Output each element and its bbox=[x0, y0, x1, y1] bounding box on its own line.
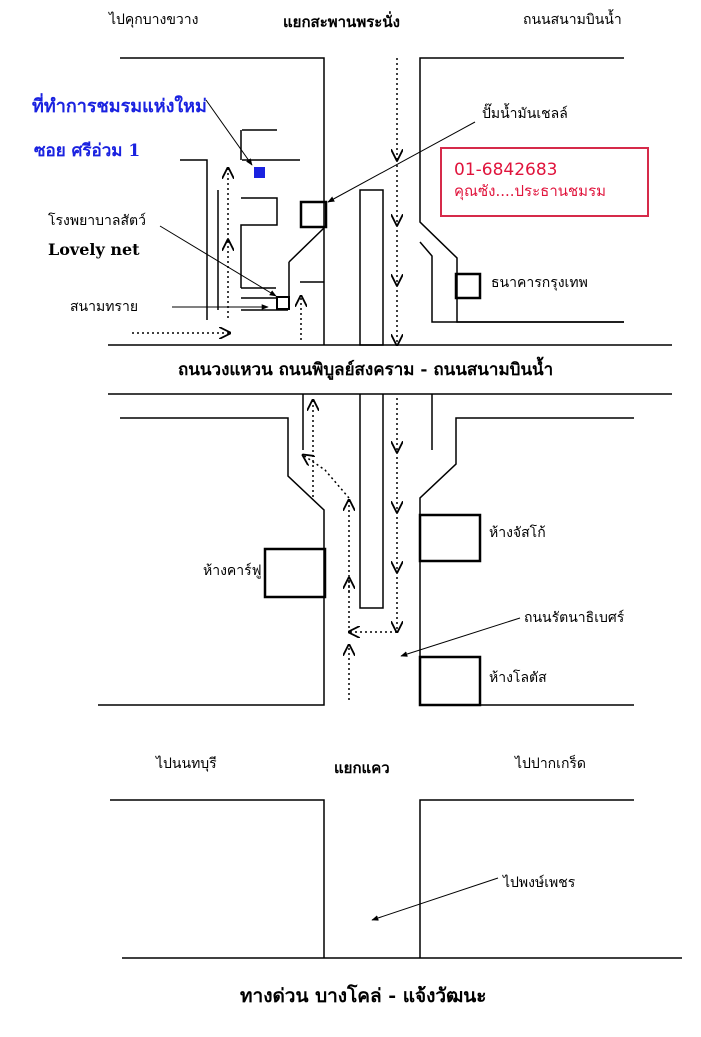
animal-hospital-building bbox=[276, 296, 290, 310]
club-office-label: ที่ทำการชมรมแห่งใหม่ bbox=[32, 96, 207, 117]
label-to-bang-khwang: ไปคุกบางขวาง bbox=[109, 12, 199, 28]
label-sand-field: สนามทราย bbox=[70, 299, 139, 315]
buildings bbox=[263, 200, 482, 707]
label-bangkok-bank: ธนาคารกรุงเทพ bbox=[491, 275, 588, 291]
lotus-building bbox=[418, 655, 482, 707]
main-road-label: ถนนวงแหวน ถนนพิบูลย์สงคราม - ถนนสนามบินน… bbox=[178, 360, 554, 380]
carrefour-building bbox=[263, 547, 327, 599]
club-marker-icon bbox=[254, 167, 265, 178]
top-left-road-edge bbox=[120, 57, 325, 345]
median-bottom bbox=[359, 394, 384, 609]
shell-station-building bbox=[299, 200, 328, 229]
label-lovely-net: Lovely net bbox=[48, 240, 140, 259]
label-to-nonthaburi: ไปนนทบุรี bbox=[156, 756, 217, 772]
label-carrefour: ห้างคาร์ฟู bbox=[203, 563, 262, 579]
bangkok-bank-building bbox=[454, 272, 482, 300]
route-arrows bbox=[132, 58, 397, 700]
contact-box: 01-6842683 คุณซัง....ประธานชมรม bbox=[440, 147, 649, 217]
bottom-left-road bbox=[98, 417, 325, 706]
contact-phone: 01-6842683 bbox=[454, 160, 558, 180]
expressway-label: ทางด่วน บางโคล่ - แจ้งวัฒนะ bbox=[240, 985, 487, 1007]
label-to-phong-phet: ไปพงษ์เพชร bbox=[503, 875, 576, 891]
contact-name: คุณซัง....ประธานชมรม bbox=[454, 182, 607, 200]
label-yaek-khwae: แยกแคว bbox=[334, 759, 390, 777]
median-top bbox=[359, 189, 384, 346]
label-sanambinnam-top: ถนนสนามบินน้ำ bbox=[523, 12, 622, 28]
label-lotus: ห้างโลตัส bbox=[489, 670, 547, 686]
lower-right-road bbox=[419, 799, 634, 958]
club-soi-label: ซอย ศรีอ่วม 1 bbox=[34, 141, 141, 161]
soi-inner-vertical bbox=[217, 129, 300, 310]
soi-right-vertical bbox=[240, 130, 278, 288]
label-to-pak-kret: ไปปากเกร็ด bbox=[515, 756, 587, 772]
pointer-lines bbox=[159, 99, 521, 921]
label-saphan-phra-nang: แยกสะพานพระนั่ง bbox=[283, 13, 400, 31]
right-inner-turn bbox=[419, 241, 624, 323]
label-animal-hospital: โรงพยาบาลสัตว์ bbox=[48, 213, 146, 229]
left-curve bbox=[288, 227, 325, 310]
jusco-building bbox=[418, 513, 482, 563]
label-rattanathibet: ถนนรัตนาธิเบศร์ bbox=[524, 610, 625, 626]
soi-left-vertical bbox=[180, 159, 208, 320]
label-shell-station: ปั๊มน้ำมันเชลล์ bbox=[482, 106, 568, 122]
label-jusco: ห้างจัสโก้ bbox=[489, 525, 546, 541]
lower-left-road bbox=[110, 799, 325, 958]
